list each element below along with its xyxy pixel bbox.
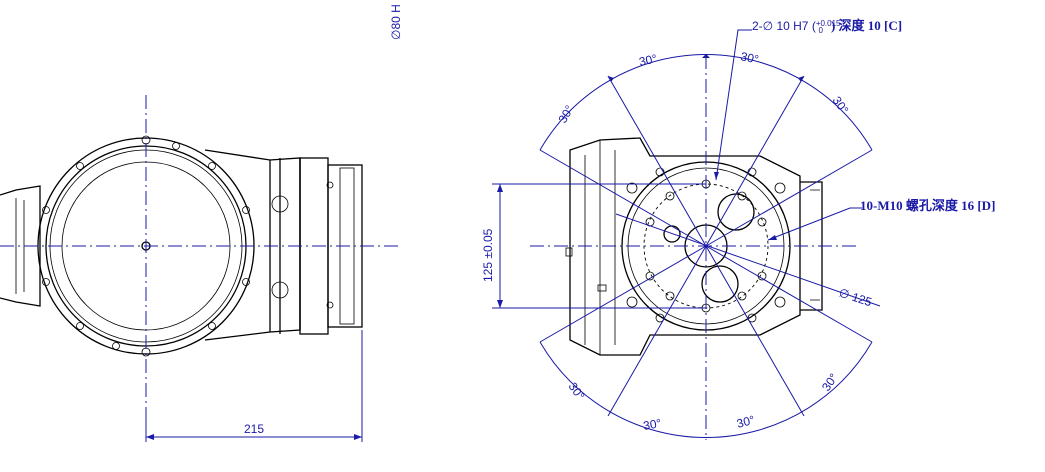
- angle-label-1: 30°: [638, 51, 659, 69]
- angle-label-7: 30°: [642, 416, 663, 433]
- pitch-diameter-label: ∅ 125: [837, 286, 874, 310]
- right-view: 30° 30° 30° 30° 30° 30° 30° 30° 125 ±0.0…: [481, 18, 995, 440]
- dim-width-label: 215: [244, 422, 264, 436]
- angle-label-6: 30°: [819, 371, 841, 394]
- angle-label-2: 30°: [739, 49, 760, 67]
- angle-label-3: 30°: [555, 103, 576, 126]
- angle-label-5: 30°: [566, 380, 588, 403]
- vertical-dim-label: 125 ±0.05: [481, 228, 495, 282]
- left-view: 215 ∅80 H: [0, 4, 403, 442]
- angle-label-8: 30°: [735, 413, 756, 431]
- dim-bore-cut-label: ∅80 H: [389, 4, 403, 40]
- angle-label-4: 30°: [830, 94, 852, 117]
- thread-callout: 10-M10 螺孔深度 16 [D]: [860, 198, 995, 213]
